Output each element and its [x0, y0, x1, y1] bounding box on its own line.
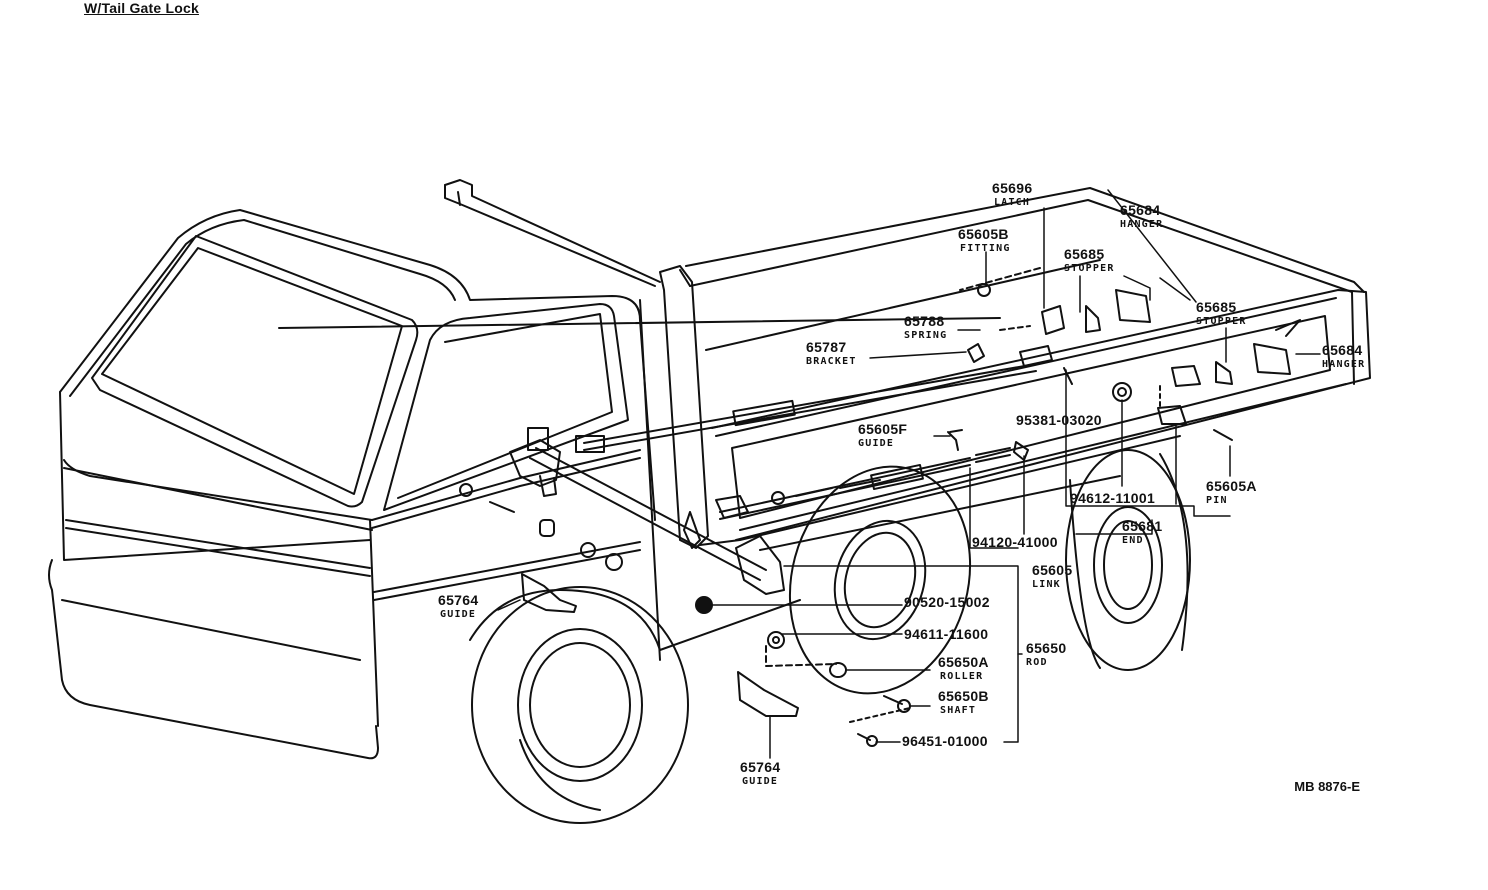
part-code-65650a: 65650A [938, 654, 989, 670]
part-code-65684-lower: 65684 [1322, 342, 1363, 358]
rear-wheels [765, 446, 1190, 714]
part-name-guide-f: GUIDE [858, 438, 895, 449]
part-name-hanger-upper: HANGER [1120, 219, 1164, 230]
part-code-65787: 65787 [806, 339, 847, 355]
part-name-spring: SPRING [904, 330, 948, 341]
part-code-65650b: 65650B [938, 688, 989, 704]
part-name-rod: ROD [1026, 657, 1048, 668]
part-name-latch: LATCH [994, 197, 1031, 208]
part-code-95381-03020: 95381-03020 [1016, 412, 1102, 428]
part-code-94611-11600: 94611-11600 [904, 626, 989, 642]
part-code-65685-upper: 65685 [1064, 246, 1105, 262]
part-code-65605a: 65605A [1206, 478, 1257, 494]
part-code-65684-upper: 65684 [1120, 202, 1161, 218]
part-name-shaft: SHAFT [940, 705, 977, 716]
part-code-65681: 65681 [1122, 518, 1163, 534]
part-name-link: LINK [1032, 579, 1061, 590]
part-name-bracket: BRACKET [806, 356, 857, 367]
part-name-guide-upper: GUIDE [440, 609, 477, 620]
rod-assembly [279, 268, 1300, 746]
part-code-90520-15002: 90520-15002 [904, 594, 990, 610]
part-code-65764-upper: 65764 [438, 592, 479, 608]
part-code-65605f: 65605F [858, 421, 908, 437]
part-code-94612-11001: 94612-11001 [1070, 490, 1156, 506]
part-name-fitting: FITTING [960, 243, 1011, 254]
part-code-65605b: 65605B [958, 226, 1009, 242]
bed-drawing [445, 180, 1370, 550]
part-name-roller: ROLLER [940, 671, 984, 682]
part-code-65764-lower: 65764 [740, 759, 781, 775]
part-name-pin: PIN [1206, 495, 1228, 506]
figure-id: MB 8876-E [1294, 779, 1360, 794]
part-code-65685-lower: 65685 [1196, 299, 1237, 315]
part-code-65605: 65605 [1032, 562, 1073, 578]
leader-lines [498, 190, 1320, 758]
part-code-65696: 65696 [992, 180, 1033, 196]
part-code-96451-01000: 96451-01000 [902, 733, 988, 749]
part-name-guide-lower: GUIDE [742, 776, 779, 787]
part-name-hanger-lower: HANGER [1322, 359, 1366, 370]
part-name-end: END [1122, 535, 1144, 546]
cab-drawing [49, 210, 800, 823]
part-code-65788: 65788 [904, 313, 945, 329]
part-code-94120-41000: 94120-41000 [972, 534, 1058, 550]
diagram-title: W/Tail Gate Lock [84, 0, 199, 16]
part-name-stopper-lower: STOPPER [1196, 316, 1247, 327]
part-name-stopper-upper: STOPPER [1064, 263, 1115, 274]
part-code-65650: 65650 [1026, 640, 1067, 656]
